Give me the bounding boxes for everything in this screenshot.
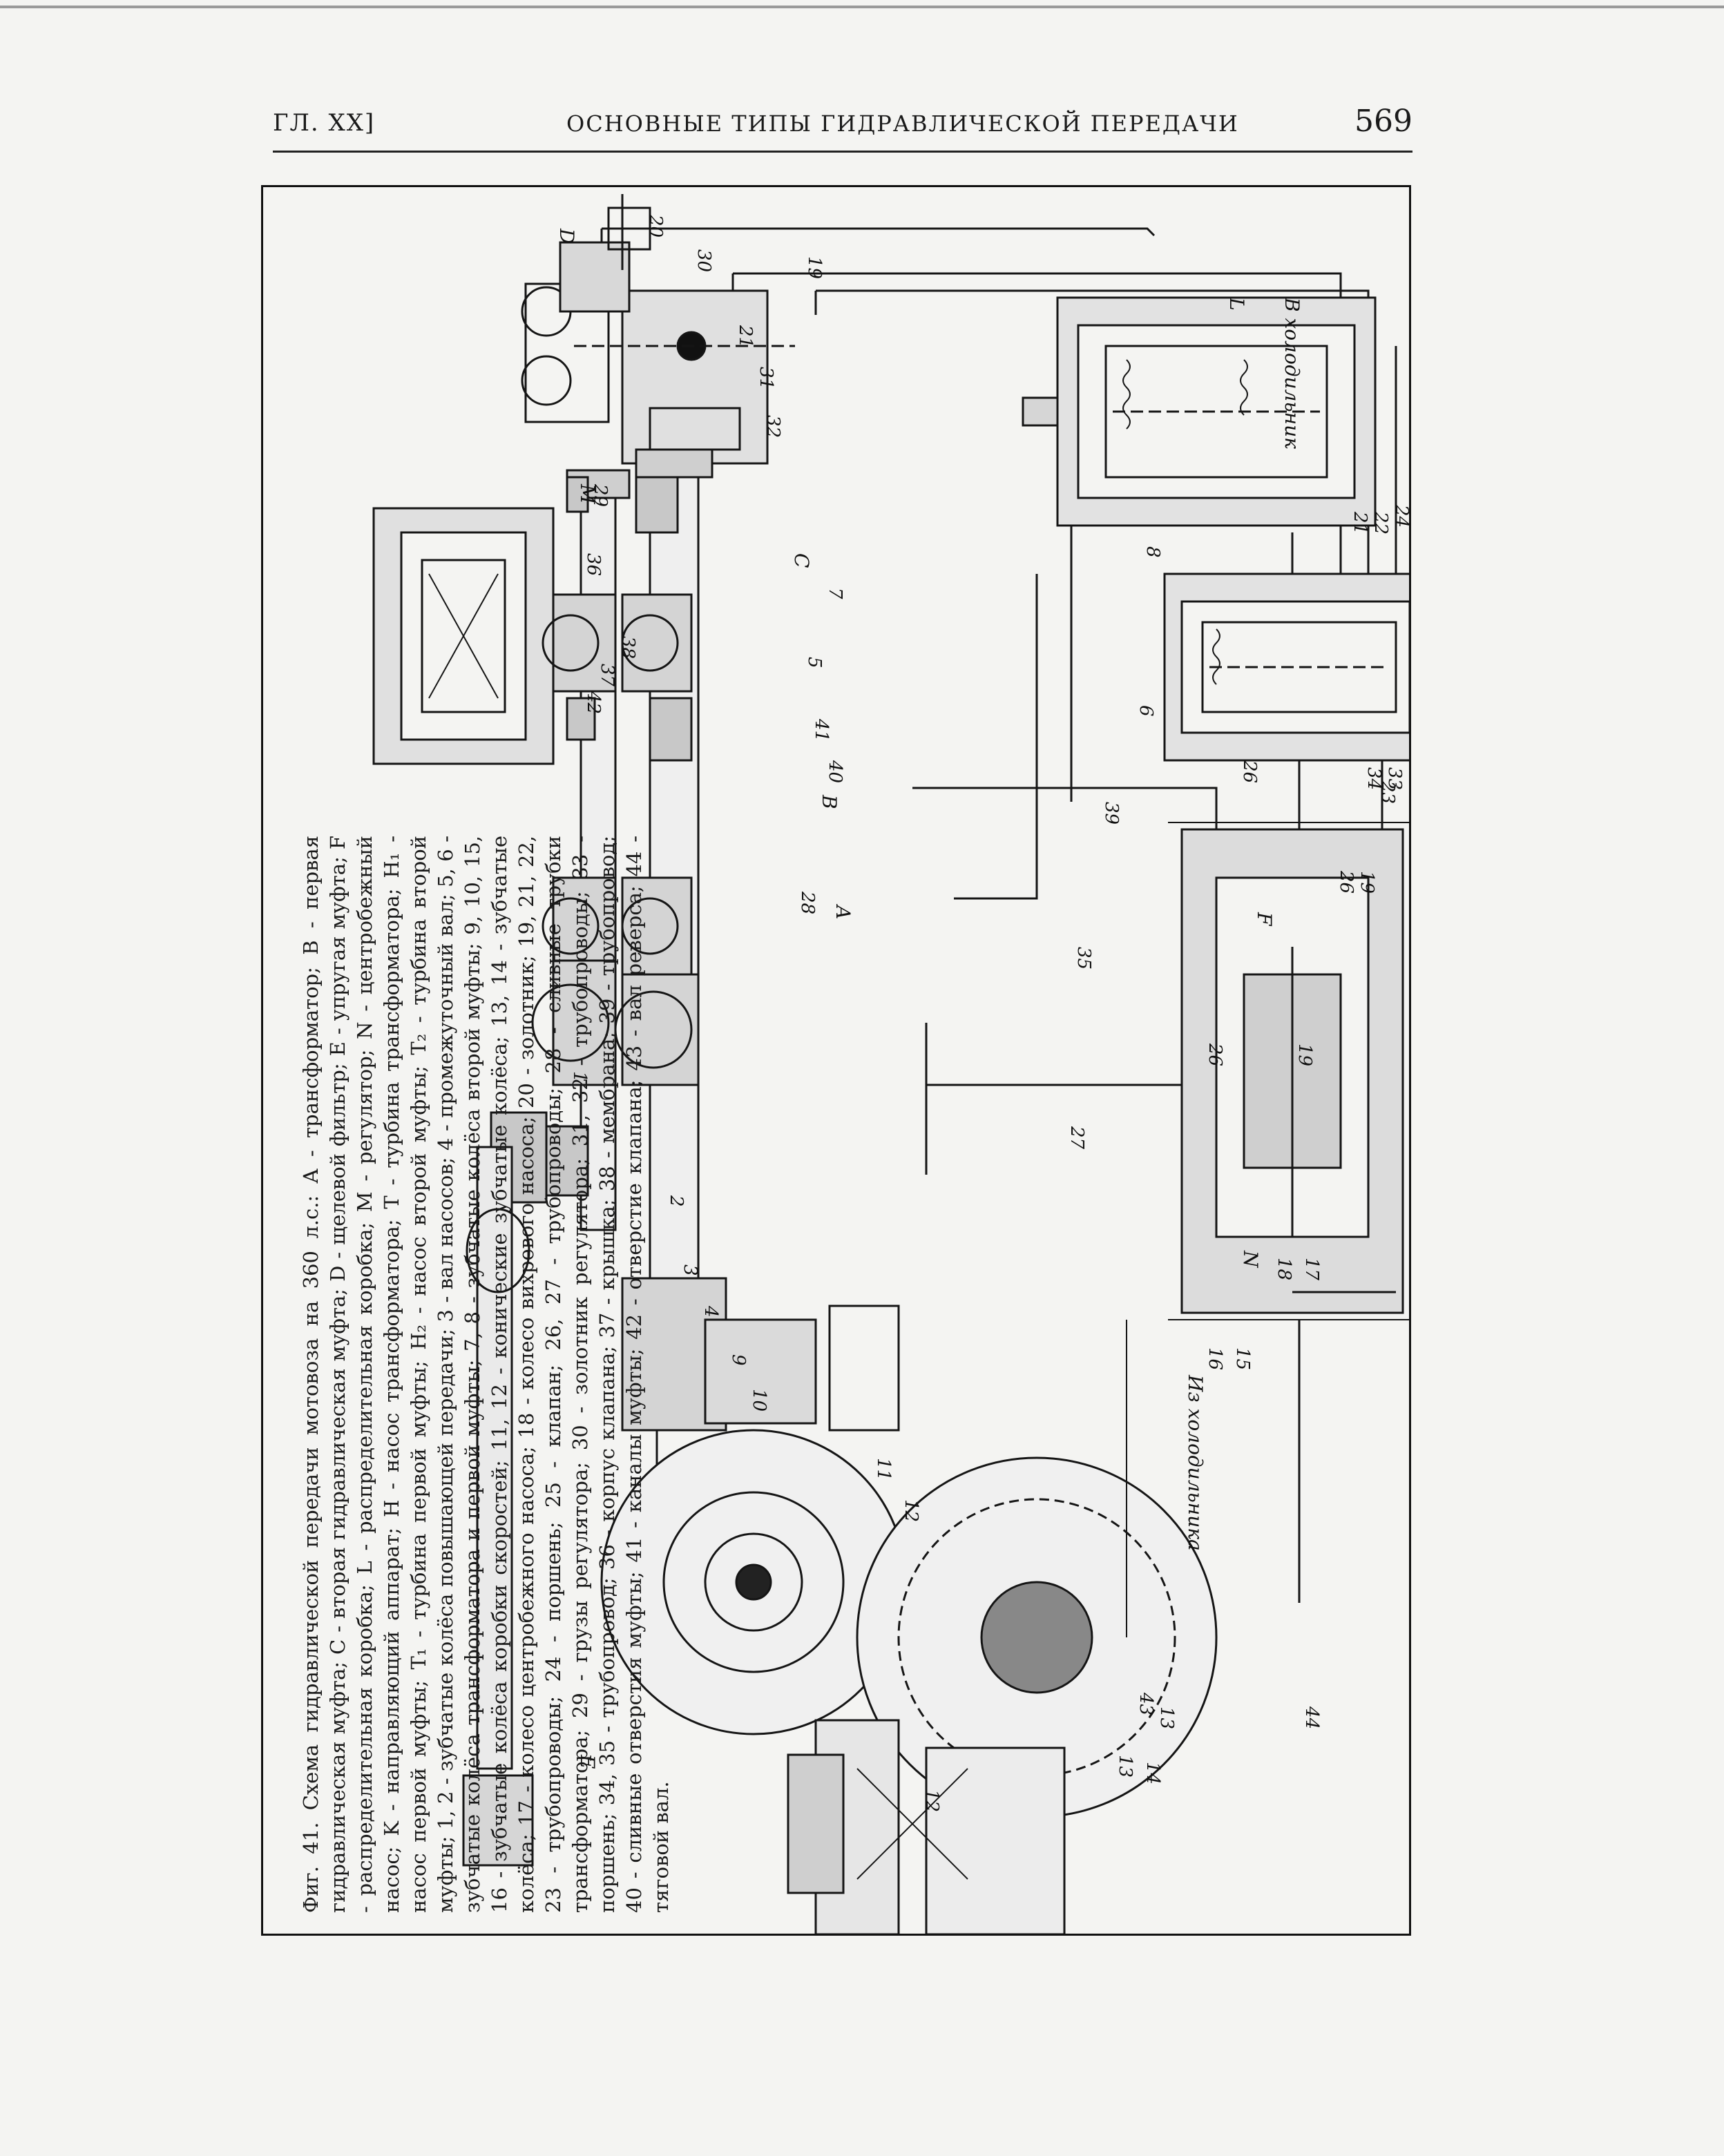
centrifugal-pump-N [1168,822,1409,1320]
label-35: 35 [1073,947,1094,970]
label-A: A [832,903,854,919]
label-D: D [555,228,578,244]
gear-7 [566,476,589,513]
label-3: 3 [680,1264,700,1276]
label-19c: 19 [1294,1043,1315,1066]
gear-6 [649,697,693,762]
valve-body [372,507,555,765]
label-5: 5 [804,657,825,668]
label-4: 4 [700,1305,721,1318]
label-27: 27 [1066,1126,1087,1150]
label-1: 1 [569,1071,590,1083]
label-30: 30 [693,249,714,272]
label-28: 28 [797,891,818,914]
label-12: 12 [901,1499,921,1522]
label-38: 38 [617,636,638,659]
label-F: F [1253,912,1276,927]
label-18: 18 [1274,1258,1294,1280]
label-2: 2 [666,1195,687,1207]
gear-5 [566,697,596,741]
label-39: 39 [1101,802,1122,825]
pipe-19 [602,227,1156,237]
label-12b: 12 [921,1789,942,1812]
label-L: L [1225,297,1248,311]
label-40: 40 [825,760,845,783]
hydraulic-transmission-diagram: D 30 20 19 21 31 32 В холодильник L 24 2… [372,194,1409,1934]
label-11: 11 [873,1458,894,1481]
label-C: C [790,553,813,568]
label-13b: 13 [1115,1755,1136,1778]
label-N: N [1239,1250,1262,1269]
label-23: 23 [1377,780,1398,804]
figure-labels: D 30 20 19 21 31 32 В холодильник L 24 2… [555,214,1409,1812]
running-title: ОСНОВНЫЕ ТИПЫ ГИДРАВЛИЧЕСКОЙ ПЕРЕДАЧИ [566,110,1239,137]
gear-8 [635,476,679,534]
figure-caption-block: Фиг. 41. Схема гидравлической передачи м… [264,773,678,1920]
top-scan-line [0,6,1724,8]
label-37: 37 [597,664,617,687]
transformer-A [531,959,700,1086]
pipe-loop-upper [733,272,1342,671]
label-41: 41 [811,718,832,742]
label-M: M [576,483,599,505]
label-19: 19 [804,256,825,279]
chapter-label: ГЛ. XX] [273,109,376,137]
label-32: 32 [763,415,783,438]
label-21b: 21 [1350,511,1370,535]
label-13: 13 [1156,1706,1177,1729]
bevel-gear-11 [600,1429,907,1735]
gear-2 [545,1125,589,1197]
pipe-loop-mid [816,289,1370,684]
label-6: 6 [1136,705,1156,717]
distribution-box-F [1163,572,1409,762]
label-33: 33 [1384,767,1405,790]
distribution-box-L [1022,296,1377,527]
label-24: 24 [1391,504,1409,528]
regulator-M [521,282,795,465]
header-rule [273,151,1412,153]
label-44: 44 [1301,1706,1322,1729]
label-31: 31 [756,367,776,389]
label-8: 8 [1142,546,1163,558]
coupling-B [542,876,693,976]
page-number: 569 [1354,104,1412,139]
label-from-cooler: Из холодильника [1184,1374,1207,1551]
label-15: 15 [1232,1347,1253,1370]
pipe-35 [954,574,1038,900]
running-header: ГЛ. XX] ОСНОВНЫЕ ТИПЫ ГИДРАВЛИЧЕСКОЙ ПЕР… [273,104,1412,145]
gearbox [621,1277,900,1603]
label-E: E [576,1754,599,1769]
label-42: 42 [583,691,604,714]
label-20: 20 [645,214,666,238]
label-14: 14 [1142,1762,1163,1784]
label-29: 29 [590,483,611,507]
label-26: 26 [1239,760,1260,783]
label-19b: 19 [1357,871,1377,894]
elastic-coupling-E [462,1774,534,1867]
label-16: 16 [1205,1347,1225,1370]
label-43: 43 [1136,1692,1156,1715]
gear-14 [925,1746,1066,1934]
label-21: 21 [735,325,756,348]
label-17: 17 [1301,1258,1322,1281]
figure-frame: D 30 20 19 21 31 32 В холодильник L 24 2… [261,185,1411,1936]
coupling-C [542,593,693,693]
label-26c: 26 [1205,1043,1225,1066]
label-36: 36 [583,553,604,576]
label-9: 9 [728,1354,749,1366]
label-7: 7 [825,588,845,599]
label-B: B [818,794,841,809]
label-to-cooler: В холодильник [1281,297,1303,449]
slot-filter-D [559,194,651,313]
figure-caption: Фиг. 41. Схема гидравлической передачи м… [299,836,673,1913]
label-34: 34 [1363,767,1384,790]
label-22: 22 [1370,511,1391,535]
label-10: 10 [749,1389,769,1412]
label-26b: 26 [1336,870,1357,894]
